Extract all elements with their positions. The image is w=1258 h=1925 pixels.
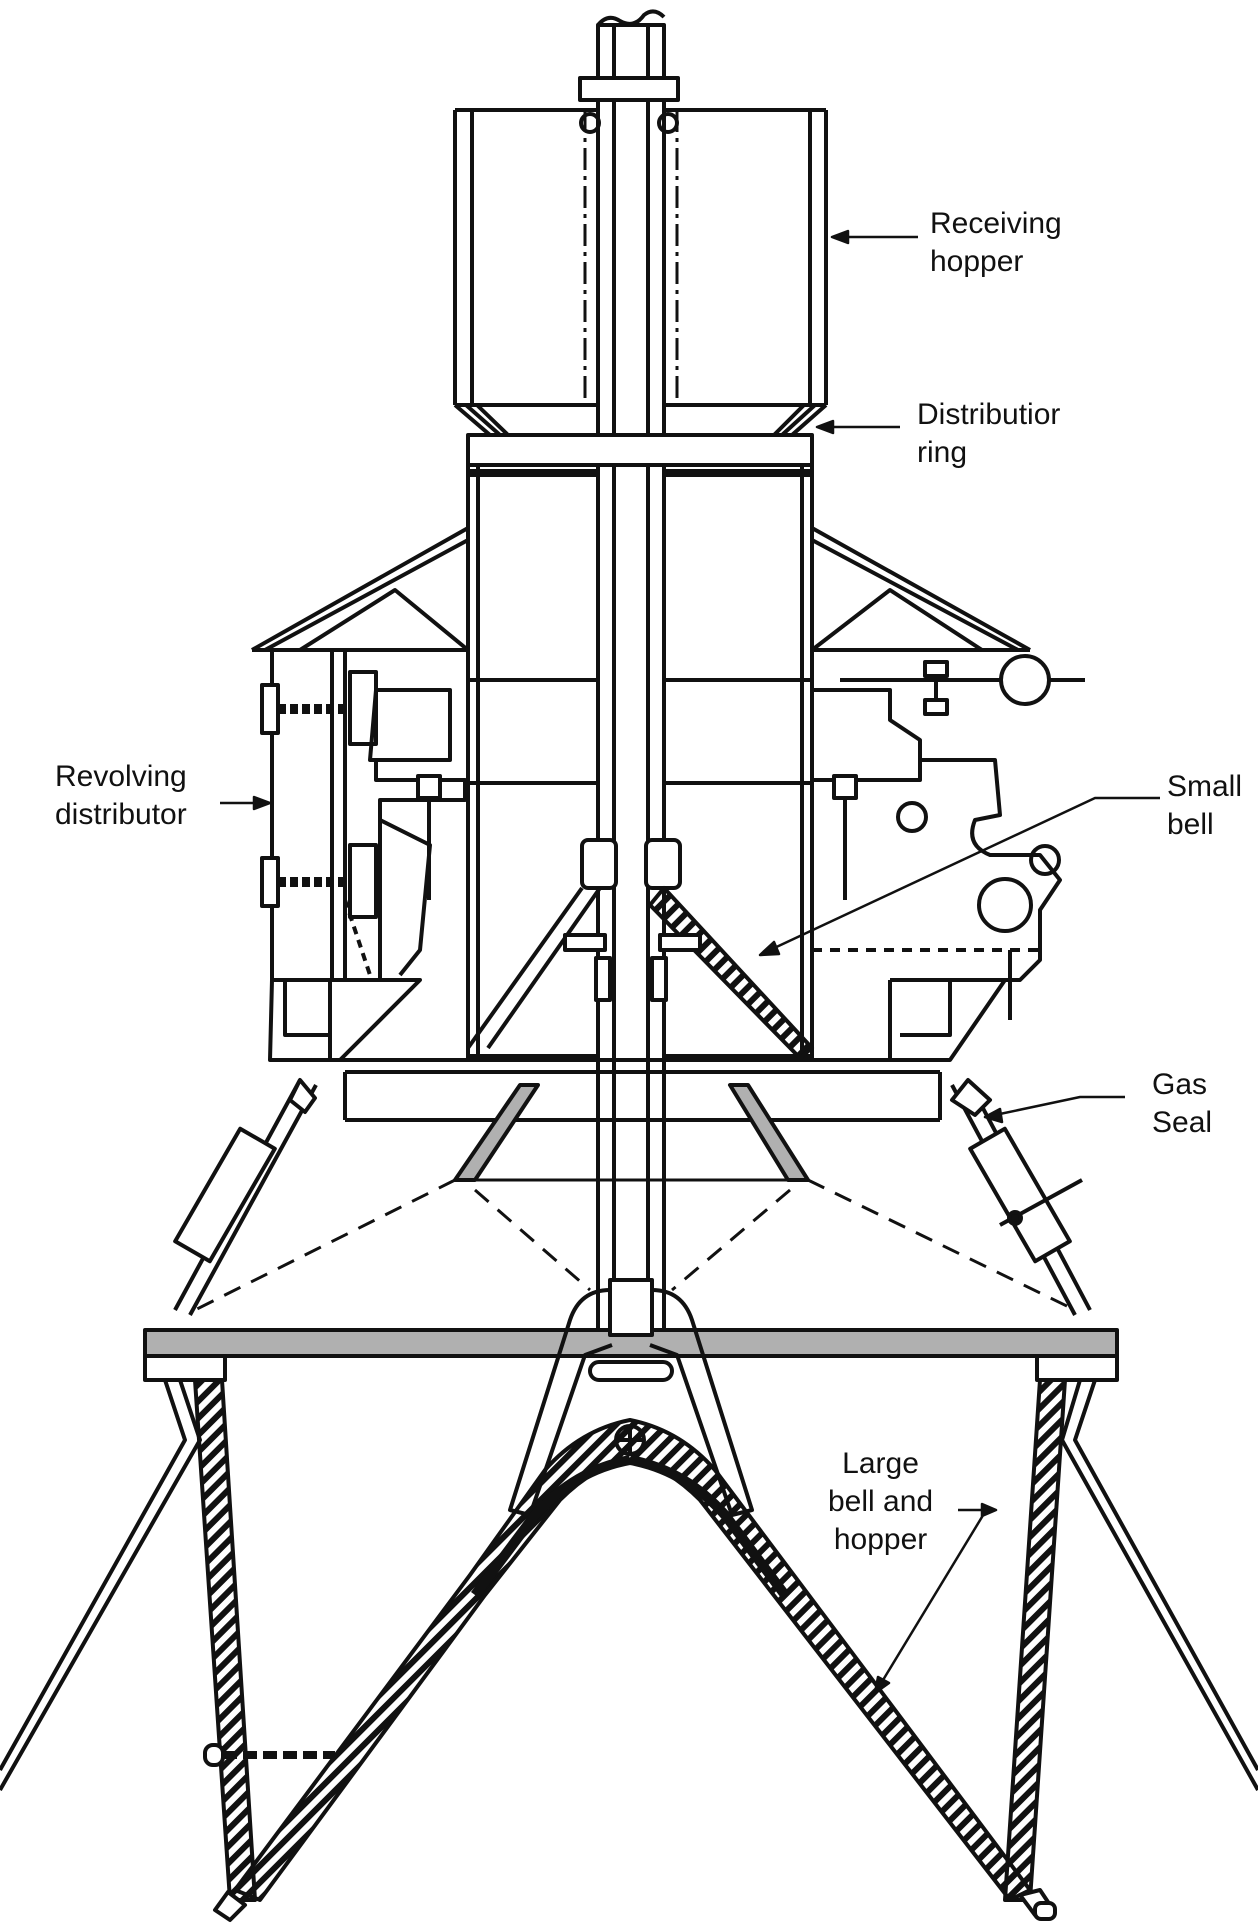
- label-large-bell-hopper: Large bell and hopper: [828, 1447, 934, 1556]
- distribution-ring: [466, 433, 814, 477]
- label-revolving-distributor: Revolving distributor: [55, 760, 187, 831]
- large-hopper: [0, 1378, 1258, 1902]
- label-small-bell: Small bell: [1167, 770, 1243, 841]
- revolving-distributor: [260, 648, 467, 1062]
- roof-structure: [251, 526, 1031, 652]
- small-bell-chutes: [453, 1083, 810, 1182]
- dashed-charge-lines: [194, 1178, 1076, 1312]
- leader-arrows: [220, 229, 1160, 1695]
- central-rod: [578, 9, 680, 1337]
- label-receiving-hopper: Receiving hopper: [930, 207, 1062, 278]
- gas-seal: [173, 1058, 1092, 1316]
- large-bell: [213, 1418, 1057, 1922]
- label-gas-seal: Gas Seal: [1152, 1068, 1213, 1139]
- right-drive-mechanism: [812, 654, 1085, 1062]
- label-distribution-ring: Distributior ring: [917, 398, 1061, 469]
